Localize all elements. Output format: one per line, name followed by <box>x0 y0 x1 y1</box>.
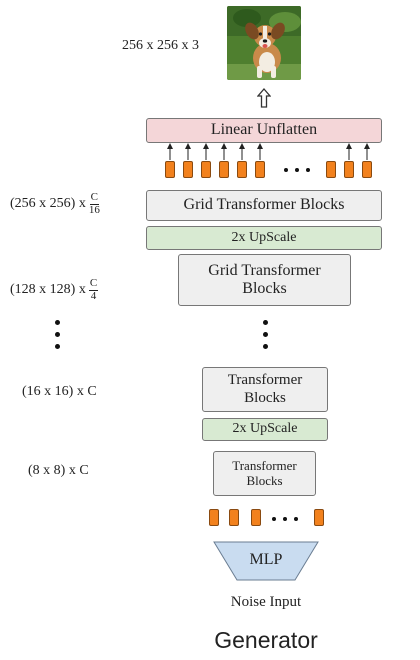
ellipsis-dots <box>272 517 298 521</box>
grid-transformer-block-1: Grid Transformer Blocks <box>146 190 382 221</box>
dog-photo-icon <box>227 6 301 80</box>
dim-8: (8 x 8) x C <box>28 463 89 478</box>
dim-128-denominator: 4 <box>90 289 97 302</box>
upscale-block-2: 2x UpScale <box>202 418 328 441</box>
token <box>237 161 247 178</box>
transformer-block-1: Transformer Blocks <box>202 367 328 412</box>
dim-256-numerator: C <box>89 191 99 205</box>
dim-128: (128 x 128) x C 4 <box>10 277 99 302</box>
transformer-label: Transformer Blocks <box>232 457 297 488</box>
upscale-label: 2x UpScale <box>231 229 297 245</box>
dim-256-fraction: C 16 <box>88 191 100 216</box>
vertical-ellipsis-left <box>55 320 61 356</box>
vertical-ellipsis-center <box>263 320 269 356</box>
dim-128-base: (128 x 128) x <box>10 282 86 298</box>
token <box>229 509 239 526</box>
token <box>314 509 324 526</box>
mlp-label: MLP <box>249 551 283 568</box>
token <box>183 161 193 178</box>
upscale-label: 2x UpScale <box>232 421 298 437</box>
token <box>344 161 354 178</box>
token <box>255 161 265 178</box>
upscale-block-1: 2x UpScale <box>146 226 382 250</box>
dim-16: (16 x 16) x C <box>22 384 97 399</box>
token-arrows-top <box>167 143 370 160</box>
token <box>201 161 211 178</box>
transformer-block-2: Transformer Blocks <box>213 451 316 496</box>
output-size-label: 256 x 256 x 3 <box>122 38 199 53</box>
token <box>219 161 229 178</box>
token <box>209 509 219 526</box>
dim-128-fraction: C 4 <box>88 277 99 302</box>
dim-256-base: (256 x 256) x <box>10 196 86 212</box>
transformer-label: Transformer Blocks <box>227 372 303 406</box>
grid-transformer-block-2: Grid Transformer Blocks <box>178 254 351 306</box>
hollow-up-arrow-icon <box>257 88 271 108</box>
token <box>165 161 175 178</box>
mlp-block <box>213 541 319 581</box>
dim-256: (256 x 256) x C 16 <box>10 191 100 216</box>
token <box>251 509 261 526</box>
diagram-title: Generator <box>214 627 318 653</box>
token <box>362 161 372 178</box>
token <box>326 161 336 178</box>
output-image <box>227 6 301 80</box>
dim-128-numerator: C <box>88 277 99 291</box>
linear-unflatten-block: Linear Unflatten <box>146 118 382 143</box>
dim-256-denominator: 16 <box>88 203 100 216</box>
grid-transformer-label: Grid Transformer Blocks <box>183 196 345 214</box>
ellipsis-dots <box>284 168 310 172</box>
noise-input-label: Noise Input <box>230 594 302 610</box>
linear-unflatten-label: Linear Unflatten <box>210 121 318 139</box>
grid-transformer-label: Grid Transformer Blocks <box>208 261 321 297</box>
